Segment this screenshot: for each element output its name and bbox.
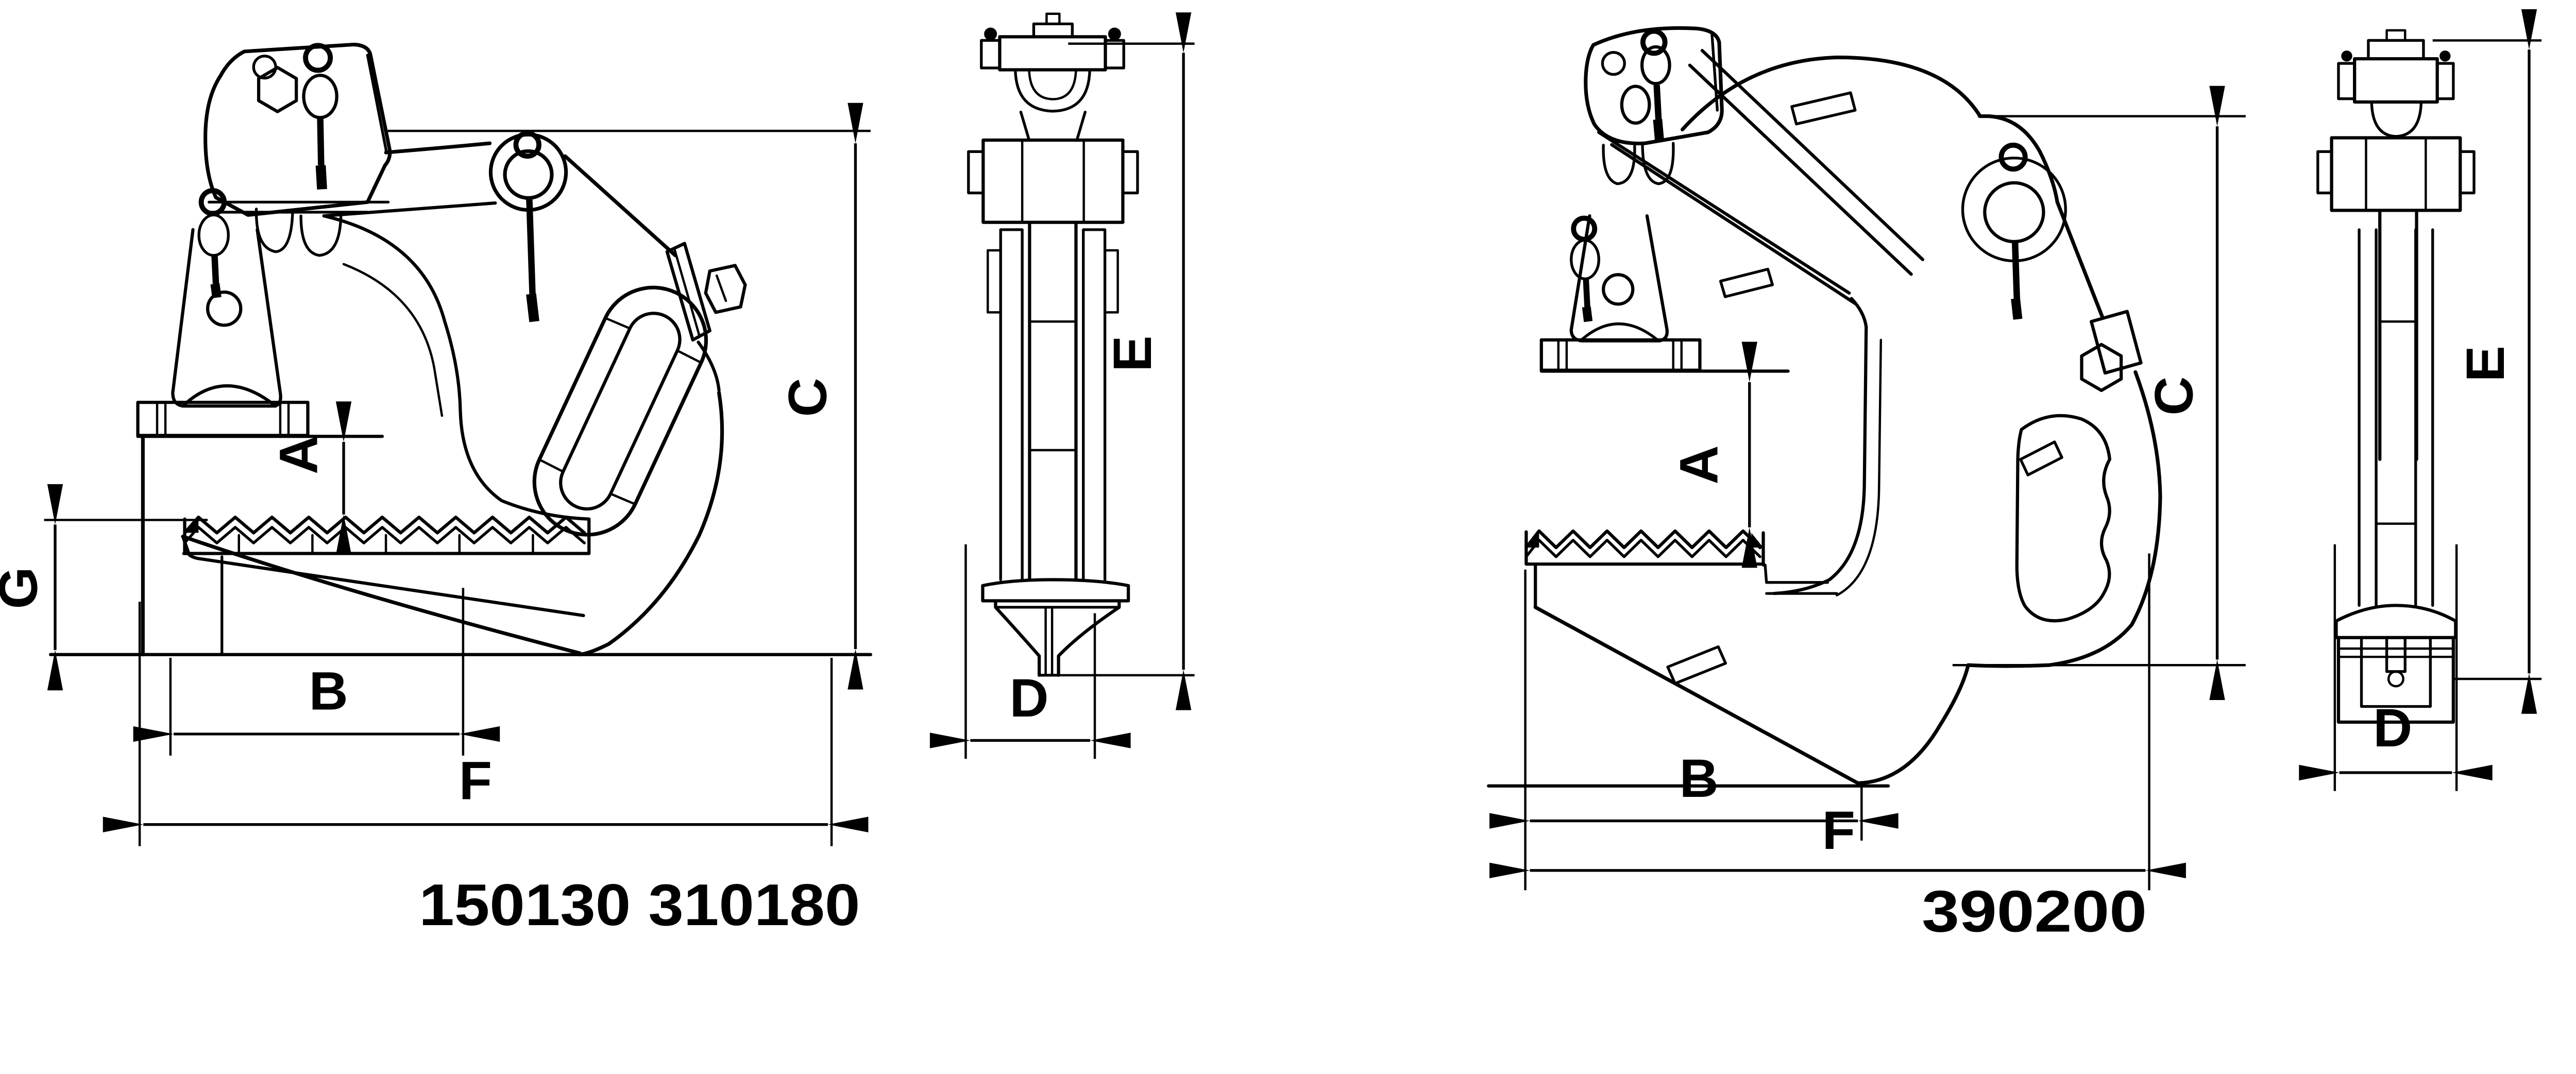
dimensions-left: C A G B F [0, 103, 871, 846]
dim-label-c-right: C [2144, 377, 2204, 416]
dome-body [1680, 55, 2059, 329]
dim-label-b-left: B [309, 661, 348, 722]
side-blade [994, 599, 1121, 677]
dim-label-d-right: D [2373, 698, 2412, 758]
hex-nut [257, 65, 298, 113]
dim-label-f-right: F [1822, 800, 1855, 861]
washer [252, 55, 277, 80]
grip-handle-cutout [2015, 414, 2112, 623]
lower-wedge [181, 534, 585, 655]
bolt-pad-right [2090, 310, 2143, 375]
dim-label-f-left: F [459, 751, 492, 811]
dimensions-right-side: E D [2299, 9, 2542, 791]
dimensions-left-side: E D [929, 12, 1195, 759]
dim-label-b-right: B [1680, 748, 1719, 809]
dim-label-a-right: A [1669, 445, 1729, 484]
pivot-link [171, 188, 282, 408]
mid-slot [1719, 267, 1774, 298]
clamp-arm [563, 154, 747, 657]
front-eye-lobe [488, 130, 568, 322]
ring-pin-right-top [1640, 28, 1668, 56]
ring-pin-left-top [303, 43, 333, 73]
shackle-eye [302, 74, 338, 120]
lower-frame [2336, 636, 2455, 724]
product-code-right: 390200 [1922, 879, 2147, 944]
hex-bolt [704, 264, 747, 314]
ring-pin-right-front [1998, 142, 2028, 172]
left-side-view [967, 12, 1139, 677]
clamp-frame [141, 141, 591, 657]
dim-label-g-left: G [0, 567, 48, 609]
wedge-slot [1666, 645, 1727, 685]
handle-slot [2019, 440, 2063, 476]
dim-label-e-left: E [1103, 336, 1163, 372]
saddle [2334, 604, 2458, 639]
product-code-left: 150130 310180 [419, 873, 860, 938]
ring-pin-right-mid [1571, 215, 1598, 242]
straps [1597, 48, 1925, 306]
bolt-pad [665, 242, 711, 342]
rear-plate [1966, 200, 2162, 668]
lower-wedge-right [1533, 562, 1860, 785]
right-front-view [1487, 26, 2162, 788]
serrated-jaw [182, 515, 591, 555]
right-side-view [2316, 29, 2476, 724]
left-front-view [48, 42, 872, 657]
clamp-dimension-drawing: C A G B F E D C A B F [0, 9, 2542, 945]
dim-label-d-left: D [1010, 668, 1049, 728]
ring-pin-left-mid [198, 188, 227, 216]
pivot-link-right [1569, 214, 1669, 343]
link-hole [206, 291, 243, 327]
oval-handle [532, 285, 708, 537]
dim-label-e-right: E [2455, 346, 2516, 382]
dimensions-right: C A B F [1489, 86, 2246, 891]
side-flange [981, 578, 1130, 603]
dim-label-c-left: C [777, 378, 838, 417]
hex-bolt-right [2080, 343, 2123, 393]
dome-slot [1790, 91, 1857, 126]
inner-mouth-right [1764, 325, 1883, 596]
lifting-bracket [204, 42, 392, 257]
base-plate-right [1539, 338, 1790, 373]
ring-pin-left-front [513, 130, 541, 159]
serrated-jaw-right [1524, 529, 1765, 567]
lifting-bracket-right [1584, 26, 1724, 185]
technical-drawing-page: C A G B F E D C A B F [0, 9, 2542, 945]
front-eye-lobe-right [1961, 142, 2067, 320]
dim-label-a-left: A [268, 435, 329, 474]
